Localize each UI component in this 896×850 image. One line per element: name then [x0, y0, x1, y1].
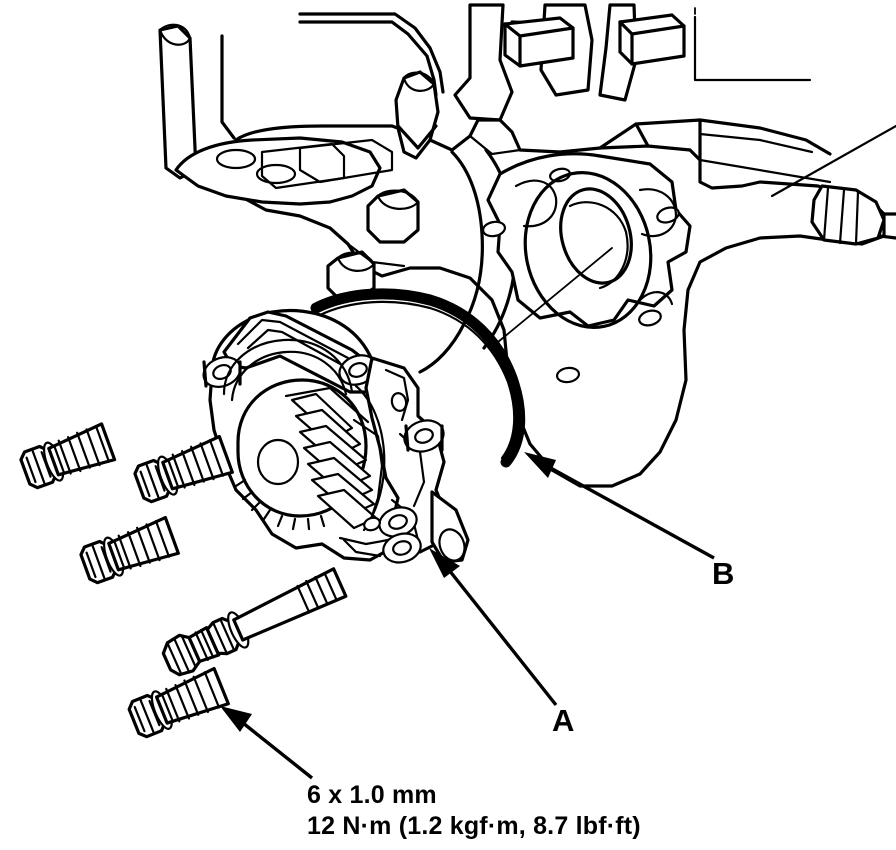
callout-b-label: B	[712, 556, 734, 591]
frame-corner-artifact	[693, 7, 812, 82]
water-pump	[202, 308, 470, 564]
o-ring	[310, 288, 526, 468]
bolt-5	[127, 666, 230, 739]
bolt-group	[19, 422, 348, 739]
impeller-vanes	[284, 386, 384, 530]
bolt-3	[79, 515, 180, 585]
torque-spec-label: 12 N·m (1.2 kgf·m, 8.7 lbf·ft)	[307, 812, 641, 840]
callout-a-label: A	[552, 703, 574, 738]
callout-b: B	[524, 452, 734, 591]
callout-a: A	[429, 548, 574, 738]
bolt-2	[133, 434, 234, 504]
bolt-1	[19, 422, 117, 490]
engine-block	[158, 3, 896, 488]
spec-leader	[220, 706, 314, 780]
thread-size-label: 6 x 1.0 mm	[307, 781, 437, 809]
bolt-4	[161, 567, 348, 677]
